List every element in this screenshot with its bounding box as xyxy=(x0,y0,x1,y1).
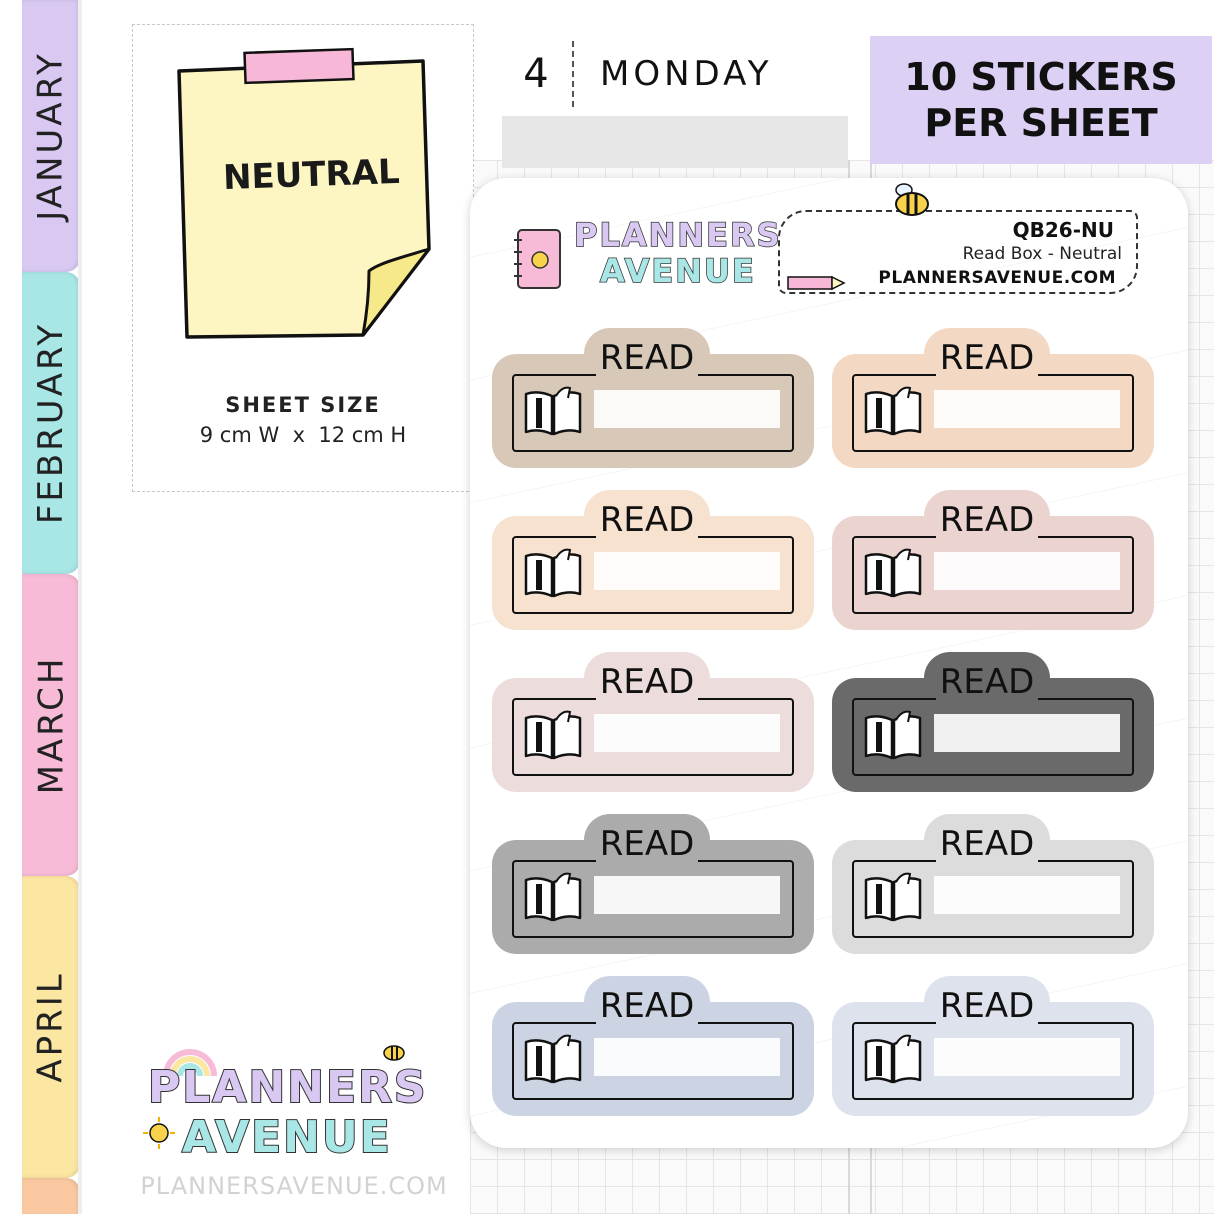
sticker-write-field xyxy=(594,390,780,428)
product-code: QB26-NU xyxy=(1012,218,1114,242)
sticker-label-backing xyxy=(936,1012,1038,1026)
sticker-label: READ xyxy=(939,500,1035,540)
month-tabs: JANUARY FEBRUARY MARCH APRIL xyxy=(0,0,80,1214)
sticker-write-field xyxy=(934,552,1120,590)
sticker-write-field xyxy=(594,1038,780,1076)
book-icon xyxy=(864,872,922,922)
tab-january[interactable]: JANUARY xyxy=(22,0,80,272)
tab-label: FEBRUARY xyxy=(31,321,72,525)
sheet-size-value: 9 cm W x 12 cm H xyxy=(199,423,407,447)
tabs-edge xyxy=(78,0,82,1214)
read-sticker: READ xyxy=(492,976,814,1116)
sticker-label: READ xyxy=(599,662,695,702)
read-sticker: READ xyxy=(832,814,1154,954)
tab-march[interactable]: MARCH xyxy=(22,574,80,876)
read-sticker: READ xyxy=(832,652,1154,792)
book-icon xyxy=(524,1034,582,1084)
day-number: 4 xyxy=(523,51,549,97)
book-icon xyxy=(524,386,582,436)
book-icon xyxy=(524,872,582,922)
read-sticker: READ xyxy=(492,490,814,630)
sheet-brand-line2: AVENUE xyxy=(599,251,756,291)
book-icon xyxy=(524,548,582,598)
sticker-sheet: PLANNERS AVENUE QB26-NU Read Box - Neutr… xyxy=(470,178,1188,1148)
pencil-icon xyxy=(787,275,846,291)
sticker-label-backing xyxy=(936,526,1038,540)
read-sticker: READ xyxy=(492,328,814,468)
book-icon xyxy=(864,1034,922,1084)
sticker-label: READ xyxy=(939,824,1035,864)
sticker-write-field xyxy=(934,876,1120,914)
footer-url: PLANNERSAVENUE.COM xyxy=(140,1172,448,1200)
sticker-write-field xyxy=(934,390,1120,428)
tab-february[interactable]: FEBRUARY xyxy=(22,272,80,574)
sticker-label-backing xyxy=(596,688,698,702)
read-sticker: READ xyxy=(492,814,814,954)
sticker-label-backing xyxy=(936,850,1038,864)
read-sticker: READ xyxy=(832,490,1154,630)
book-icon xyxy=(524,710,582,760)
planner-book-icon xyxy=(514,229,561,289)
sticker-label: READ xyxy=(599,500,695,540)
day-header: 4 MONDAY xyxy=(500,34,850,114)
brand-line2: AVENUE xyxy=(181,1111,392,1164)
info-card: NEUTRAL SHEET SIZE 9 cm W x 12 cm H xyxy=(132,24,474,492)
product-name: Read Box - Neutral xyxy=(962,244,1122,264)
sticker-write-field xyxy=(594,714,780,752)
stickers-per-sheet-line1: 10 STICKERS xyxy=(904,55,1178,99)
bee-icon xyxy=(383,1045,405,1061)
rainbow-icon xyxy=(163,1049,217,1077)
tab-label: APRIL xyxy=(31,971,72,1083)
sticker-label: READ xyxy=(939,986,1035,1026)
read-sticker: READ xyxy=(832,976,1154,1116)
brand-logo: PLANNERS AVENUE xyxy=(140,1040,460,1170)
stickers-per-sheet-line2: PER SHEET xyxy=(924,101,1158,145)
brand-line1: PLANNERS xyxy=(147,1061,428,1114)
sticker-label: READ xyxy=(599,824,695,864)
day-bar xyxy=(502,116,848,168)
sticker-write-field xyxy=(594,552,780,590)
sticker-label: READ xyxy=(939,338,1035,378)
tab-april[interactable]: APRIL xyxy=(22,876,80,1178)
tab-label: MARCH xyxy=(31,655,71,795)
book-icon xyxy=(864,710,922,760)
stickers-per-sheet-box: 10 STICKERS PER SHEET xyxy=(870,36,1212,164)
product-info-box: QB26-NU Read Box - Neutral PLANNERSAVENU… xyxy=(778,183,1138,294)
bee-icon xyxy=(895,183,929,216)
sticker-label: READ xyxy=(599,338,695,378)
day-divider xyxy=(572,41,574,107)
sticky-note-icon xyxy=(177,47,431,339)
sticker-label-backing xyxy=(936,364,1038,378)
sticker-label: READ xyxy=(939,662,1035,702)
sticker-label: READ xyxy=(599,986,695,1026)
sheet-size-title: SHEET SIZE xyxy=(225,393,381,417)
sticker-label-backing xyxy=(596,1012,698,1026)
sticker-label-backing xyxy=(596,364,698,378)
product-site: PLANNERSAVENUE.COM xyxy=(878,268,1116,288)
sticker-write-field xyxy=(594,876,780,914)
day-name: MONDAY xyxy=(600,54,773,94)
sticker-write-field xyxy=(934,1038,1120,1076)
sticker-label-backing xyxy=(596,850,698,864)
read-sticker: READ xyxy=(832,328,1154,468)
sheet-brand-line1: PLANNERS xyxy=(573,215,782,255)
sticker-label-backing xyxy=(596,526,698,540)
note-label: NEUTRAL xyxy=(222,151,401,199)
tab-may[interactable] xyxy=(22,1178,80,1214)
sticker-label-backing xyxy=(936,688,1038,702)
tab-label: JANUARY xyxy=(31,51,72,221)
sticker-write-field xyxy=(934,714,1120,752)
sun-icon xyxy=(143,1117,175,1149)
book-icon xyxy=(864,548,922,598)
read-sticker: READ xyxy=(492,652,814,792)
book-icon xyxy=(864,386,922,436)
